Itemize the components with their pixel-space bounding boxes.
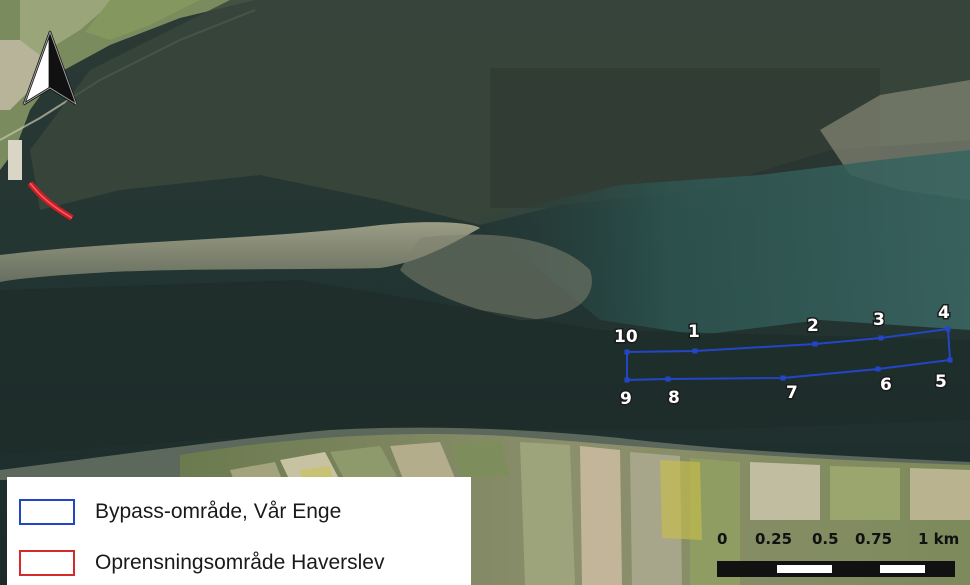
deep-water — [0, 280, 970, 455]
scale-bar: 0 0.25 0.5 0.75 1 km — [717, 530, 959, 577]
legend-item-bypass: Bypass-område, Vår Enge — [19, 496, 341, 528]
scale-label-0: 0 — [717, 530, 727, 548]
point-label-9: 9 — [620, 389, 632, 409]
point-label-6: 6 — [880, 375, 892, 395]
scale-label-075: 0.75 — [855, 530, 892, 548]
point-label-8: 8 — [668, 388, 680, 408]
north-west-land — [0, 0, 256, 170]
vertex-labels: 1 2 3 4 5 6 7 8 9 10 — [613, 302, 952, 411]
scale-label-1km: 1 km — [918, 530, 959, 548]
legend-item-dredging: Oprensningsområde Haverslev — [19, 547, 384, 579]
sand-shoal — [400, 234, 592, 320]
legend-label-bypass: Bypass-område, Vår Enge — [95, 500, 342, 523]
channel — [470, 150, 970, 335]
vertex-marker-3 — [878, 335, 884, 341]
pier — [8, 140, 22, 180]
point-label-10: 10 — [614, 327, 638, 347]
vertex-marker-10 — [624, 349, 630, 355]
sand-bar — [0, 222, 480, 282]
scale-label-025: 0.25 — [755, 530, 792, 548]
vertex-marker-7 — [780, 375, 786, 381]
dredging-area-outline — [29, 182, 73, 219]
scale-label-05: 0.5 — [812, 530, 839, 548]
point-label-1: 1 — [688, 322, 700, 342]
vertex-marker-9 — [624, 377, 630, 383]
vertex-marker-8 — [665, 376, 671, 382]
vertex-marker-6 — [875, 366, 881, 372]
vertex-marker-1 — [692, 348, 698, 354]
north-arrow-icon — [22, 30, 78, 106]
legend-swatch-bypass — [19, 499, 75, 525]
legend-label-dredging: Oprensningsområde Haverslev — [95, 551, 385, 574]
vertex-marker-4 — [945, 326, 951, 332]
legend-swatch-dredging — [19, 550, 75, 576]
point-label-3: 3 — [873, 310, 885, 330]
point-label-7: 7 — [786, 383, 798, 403]
point-label-5: 5 — [935, 372, 947, 392]
point-label-2: 2 — [807, 316, 819, 336]
point-label-4: 4 — [938, 303, 950, 323]
vertex-marker-2 — [812, 341, 818, 347]
legend: Bypass-område, Vår Enge Oprensningsområd… — [7, 477, 471, 585]
bypass-vertices — [624, 326, 953, 383]
vertex-marker-5 — [947, 357, 953, 363]
